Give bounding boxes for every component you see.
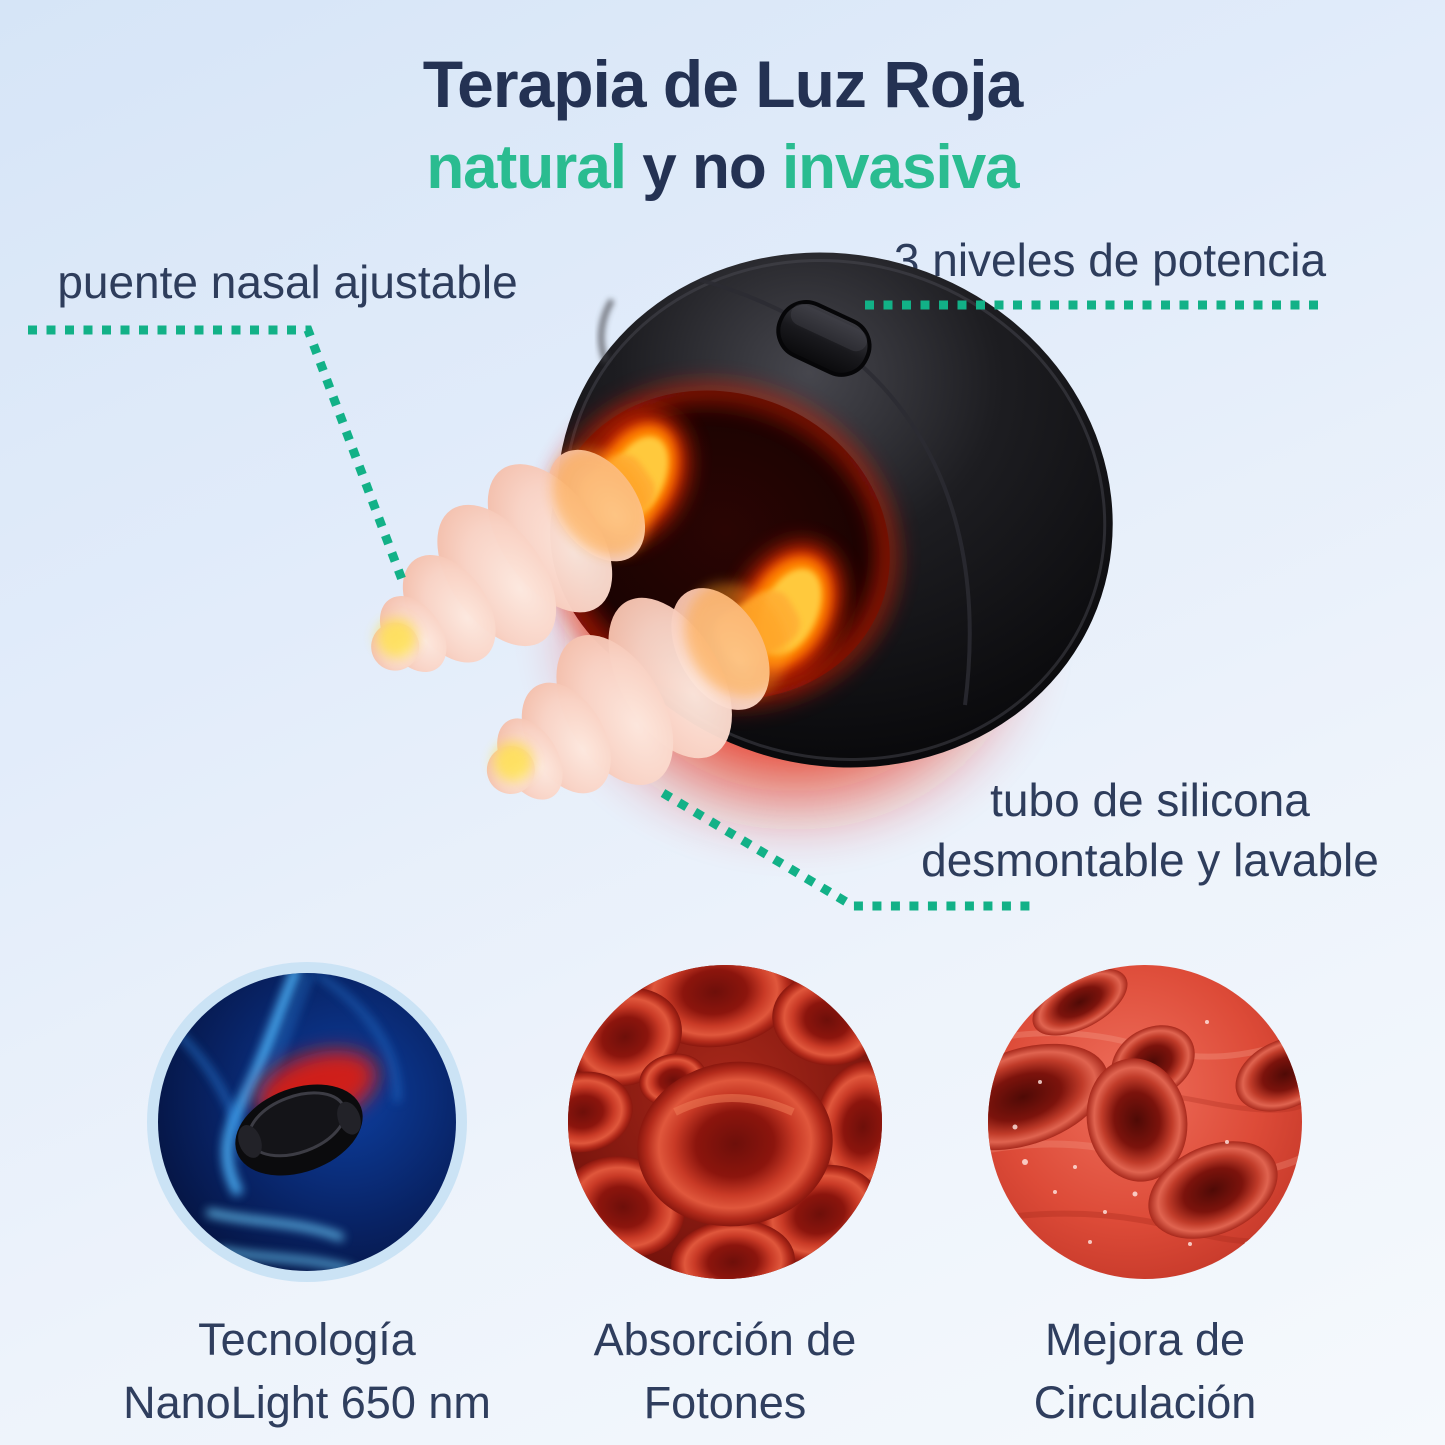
callout-label-power-levels: 3 niveles de potencia xyxy=(893,234,1327,286)
feature-image-xray-nose-with-device xyxy=(147,962,467,1282)
caption-line: Fotones xyxy=(643,1377,807,1428)
power-button xyxy=(776,300,872,377)
caption-line: NanoLight 650 nm xyxy=(123,1377,491,1428)
subtitle-highlight-natural: natural xyxy=(426,133,627,202)
nasal-prong-lower xyxy=(486,582,800,800)
caption-line: Mejora de xyxy=(1044,1314,1246,1365)
caption-line: Tecnología xyxy=(198,1314,416,1365)
callout-label-nasal-bridge: puente nasal ajustable xyxy=(57,256,518,308)
callout-silicone-line2: desmontable y lavable xyxy=(921,834,1379,886)
nasal-prong-upper xyxy=(371,448,656,672)
subtitle-text-middle: y no xyxy=(626,133,782,202)
callout-silicone-line1: tubo de silicona xyxy=(990,774,1310,826)
feature-image-red-blood-cells xyxy=(568,965,882,1279)
caption-line: Circulación xyxy=(1033,1377,1257,1428)
subtitle-highlight-invasiva: invasiva xyxy=(781,133,1020,202)
features-row: Tecnología NanoLight 650 nm xyxy=(0,962,1445,1445)
led-collar-lower xyxy=(735,545,841,679)
page-title: Terapia de Luz Roja xyxy=(422,47,1024,121)
page-subtitle: natural y no invasiva xyxy=(0,132,1445,203)
feature-caption-circulation: Mejora de Circulación xyxy=(935,1308,1355,1434)
callout-label-silicone-tube: tubo de silicona desmontable y lavable xyxy=(890,770,1410,890)
feature-caption-nanolight: Tecnología NanoLight 650 nm xyxy=(97,1308,517,1434)
feature-image-blood-flow xyxy=(988,965,1302,1279)
feature-caption-photon-absorption: Absorción de Fotones xyxy=(515,1308,935,1434)
device-on-nose xyxy=(235,1084,363,1176)
caption-line: Absorción de xyxy=(593,1314,857,1365)
plasma-specks xyxy=(1012,1020,1250,1247)
device-face xyxy=(545,385,895,705)
feature-card-photon-absorption: Absorción de Fotones xyxy=(515,962,935,1434)
led-collar-upper xyxy=(585,415,687,541)
feature-card-nanolight: Tecnología NanoLight 650 nm xyxy=(97,962,517,1434)
feature-card-circulation: Mejora de Circulación xyxy=(935,962,1355,1434)
connector-nasal-bridge xyxy=(28,325,409,587)
